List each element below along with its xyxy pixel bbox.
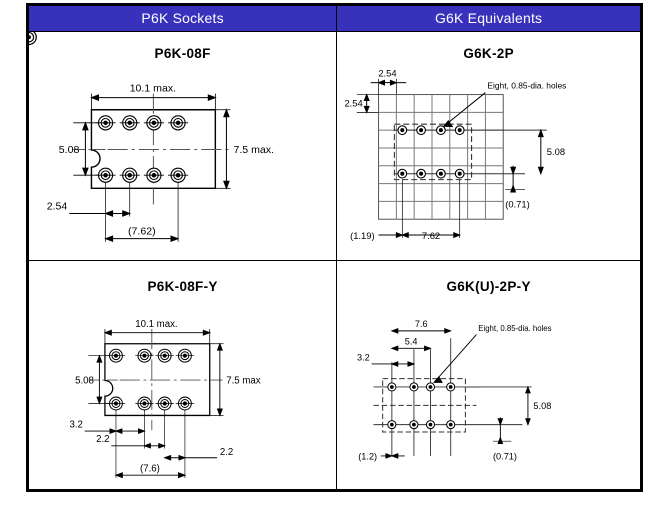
dim-height-overall: 7.5 max (226, 375, 260, 386)
header-p6k-sockets: P6K Sockets (29, 6, 337, 31)
dim-grid-pitch-x: 2.54 (379, 68, 397, 79)
dim-width-overall: 10.1 max. (135, 319, 177, 330)
drawing-g6k-2p: Eight, 0.85-dia. holes 2.54 (345, 68, 567, 241)
dim-pin-offset: 2.54 (47, 200, 68, 212)
drawing-title-p6k-08f-y: P6K-08F-Y (147, 279, 218, 294)
dim-grid-pitch-y: 2.54 (345, 97, 363, 108)
drawing-title-g6k-u-2p-y: G6K(U)-2P-Y (446, 279, 531, 294)
drawing-title-g6k-2p: G6K-2P (463, 46, 514, 61)
note-eight-holes: Eight, 0.85-dia. holes (478, 324, 551, 333)
dim-row-pitch: 5.08 (547, 146, 565, 157)
cell-g6k-2p: G6K-2P (336, 31, 641, 261)
dim-hole-dia: (0.71) (505, 198, 530, 209)
dim-pin-row-pitch: 5.08 (59, 144, 80, 156)
table-row: P6K-08F (27, 31, 641, 261)
dim-edge-offset: 3.2 (357, 352, 370, 362)
dim-pin-span: (7.6) (140, 464, 160, 475)
hole-array (387, 382, 456, 430)
comparison-table: P6K Sockets G6K Equivalents P6K-08F (26, 3, 643, 492)
drawing-p6k-08f-y: 10.1 max. 7.5 max (69, 319, 261, 479)
drawing-g6k-u-2p-y: Eight, 0.85-dia. holes 7.6 5.4 (357, 319, 552, 462)
dim-span-inner: 5.4 (405, 337, 418, 347)
header-g6k-equivalents: G6K Equivalents (337, 6, 640, 31)
cell-p6k-08f-y: P6K-08F-Y (27, 260, 338, 490)
dim-left-offset: (1.2) (358, 452, 377, 462)
cell-g6k-u-2p-y: G6K(U)-2P-Y (336, 260, 641, 490)
dim-pin-offset-1: 3.2 (69, 419, 82, 430)
table-header-row: P6K Sockets G6K Equivalents (27, 5, 641, 32)
dim-edge-offset: (1.19) (350, 230, 375, 241)
drawing-title-p6k-08f: P6K-08F (154, 46, 211, 61)
dim-hole-dia: (0.71) (493, 452, 517, 462)
pin-array (29, 32, 37, 46)
dim-pin-offset-2: 2.2 (96, 434, 109, 445)
drawing-p6k-08f: 10.1 max. 7.5 max. (29, 32, 274, 243)
dim-height-overall: 7.5 max. (233, 144, 274, 156)
dim-pin-span: (7.62) (128, 226, 156, 238)
dim-row-pitch: 5.08 (534, 401, 552, 411)
dim-hole-span: 7.62 (422, 230, 440, 241)
dim-span-outer: 7.6 (415, 319, 428, 329)
note-eight-holes: Eight, 0.85-dia. holes (488, 81, 567, 91)
cell-p6k-08f: P6K-08F (27, 31, 338, 261)
hole-array (397, 125, 465, 179)
dim-width-overall: 10.1 max. (130, 83, 176, 95)
table-row: P6K-08F-Y (27, 260, 641, 490)
dim-pin-offset-3: 2.2 (220, 447, 233, 458)
pcb-grid (378, 94, 504, 220)
dim-pin-row-pitch: 5.08 (75, 375, 94, 386)
